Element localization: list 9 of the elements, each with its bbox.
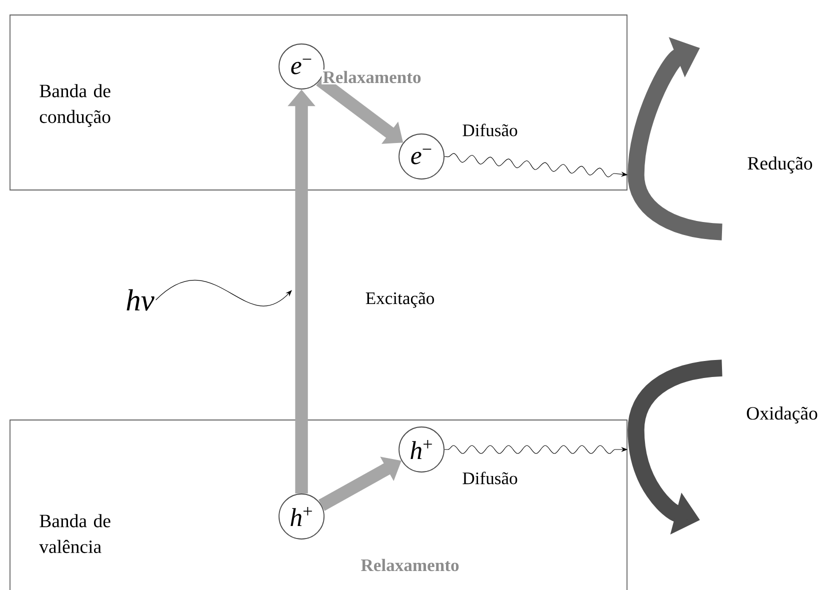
wavy-arrow — [156, 280, 292, 306]
edge-label: Excitação — [364, 291, 436, 309]
edge-label: Difusão — [461, 470, 519, 486]
photon-label: hν — [126, 289, 154, 311]
edge-label: Difusão — [461, 122, 519, 138]
node-label: Redução — [748, 156, 812, 174]
edge-label: Relaxamento — [322, 70, 422, 84]
node-label: Oxidação — [746, 406, 818, 424]
edge-label: Relaxamento — [360, 558, 460, 572]
